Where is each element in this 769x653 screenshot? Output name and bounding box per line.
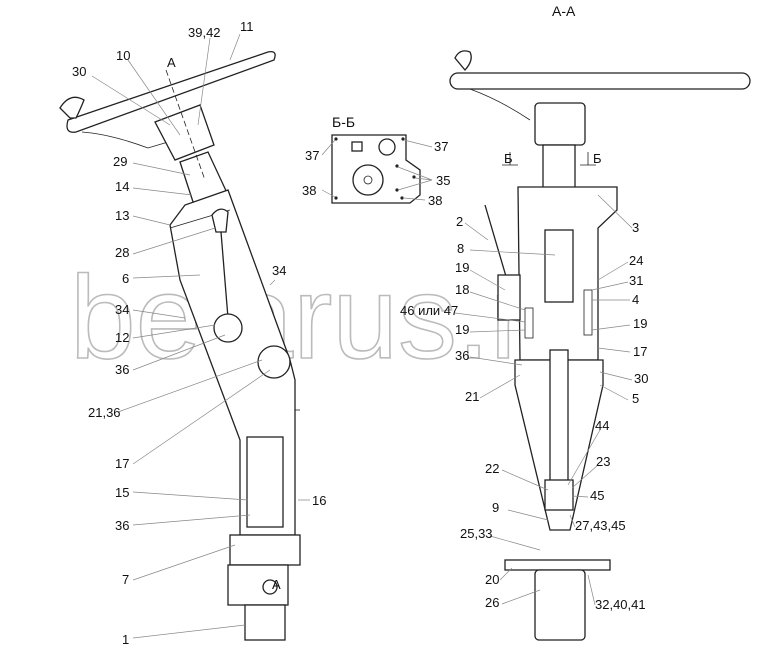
callout-label: 32,40,41 [595,597,646,612]
callout-label: 21 [465,389,479,404]
callout-label: 19 [455,260,469,275]
wheel-spoke [81,131,169,149]
callout-label: 46 или 47 [400,303,458,318]
callout-label: 7 [122,572,129,587]
lever-disc [213,313,243,343]
callout-label: 3 [632,220,639,235]
callout-label: 34 [115,302,129,317]
callout-label: 2 [456,214,463,229]
aa-wheel-knob [454,50,472,71]
pump-body [244,604,286,641]
callout-label: 23 [596,454,610,469]
callout-label: 28 [115,245,129,260]
callout-label: 35 [436,173,450,188]
callout-label: 38 [428,193,442,208]
callout-label: 31 [629,273,643,288]
callout-label: 27,43,45 [575,518,626,533]
steering-hub [154,104,215,161]
cut-mark-b: Б [593,151,602,166]
section-mark-a: А [167,55,176,70]
callout-label: 30 [72,64,86,79]
left-leaders [91,33,310,639]
callout-label: 6 [122,271,129,286]
callout-label: 11 [240,19,254,34]
callout-label: 16 [312,493,326,508]
callout-label: 13 [115,208,129,223]
callout-label: 34 [272,263,286,278]
callout-label: 36 [115,518,129,533]
callout-label: 45 [590,488,604,503]
callout-label: 25,33 [460,526,493,541]
pivot-cover [257,345,291,379]
callout-label: 18 [455,282,469,297]
callout-label: 39,42 [188,25,221,40]
base-flange [229,534,301,566]
aa-telescopic-shaft-8 [544,229,574,303]
callout-label: 20 [485,572,499,587]
left-view-labels: 39,42 11 10 30 29 14 13 28 6 34 34 12 36… [72,19,326,647]
callout-label: 9 [492,500,499,515]
callout-label: 5 [632,391,639,406]
aa-steering-wheel [449,72,751,90]
wheel-knob [59,96,85,119]
callout-label: 17 [115,456,129,471]
bb-gauge [352,164,384,196]
steering-wheel-rim [66,51,276,133]
callout-label: 26 [485,595,499,610]
aa-steering-pump [534,569,586,641]
callout-label: 30 [634,371,648,386]
section-bb-title: Б-Б [332,114,355,130]
aa-cardan-joint [544,479,574,511]
aa-hub [534,102,586,146]
callout-label: 17 [633,344,647,359]
callout-label: 15 [115,485,129,500]
callout-label: 36 [455,348,469,363]
callout-label: 29 [113,154,127,169]
callout-label: 36 [115,362,129,377]
callout-label: 37 [434,139,448,154]
section-aa-view: А-А Б Б 3 2 8 24 19 31 18 4 46 или 47 19… [400,3,751,641]
callout-label: 8 [457,241,464,256]
section-bb-view: Б-Б 37 37 35 38 38 [302,114,450,208]
callout-label: 4 [632,292,639,307]
callout-label: 12 [115,330,129,345]
cut-mark-b: Б [504,151,513,166]
callout-label: 37 [305,148,319,163]
callout-label: 10 [116,48,130,63]
bb-warning-lamp [378,138,396,156]
left-view-assembly [59,51,301,641]
callout-label: 22 [485,461,499,476]
steering-pump [227,564,289,606]
callout-label: 19 [633,316,647,331]
callout-label: 1 [122,632,129,647]
aa-rod-31 [583,289,593,336]
section-mark-a-bottom: А [272,577,281,592]
section-aa-title: А-А [552,3,576,19]
callout-label: 24 [629,253,643,268]
cover-plate-15 [246,436,284,528]
aa-friction-pack [524,307,534,339]
callout-label: 38 [302,183,316,198]
aa-lever-bracket [497,274,521,321]
callout-label: 14 [115,179,129,194]
lever-knob [211,208,229,233]
callout-label: 19 [455,322,469,337]
bb-connector [351,141,363,152]
aa-base-flange [504,559,611,571]
callout-label: 21,36 [88,405,121,420]
callout-label: 44 [595,418,609,433]
